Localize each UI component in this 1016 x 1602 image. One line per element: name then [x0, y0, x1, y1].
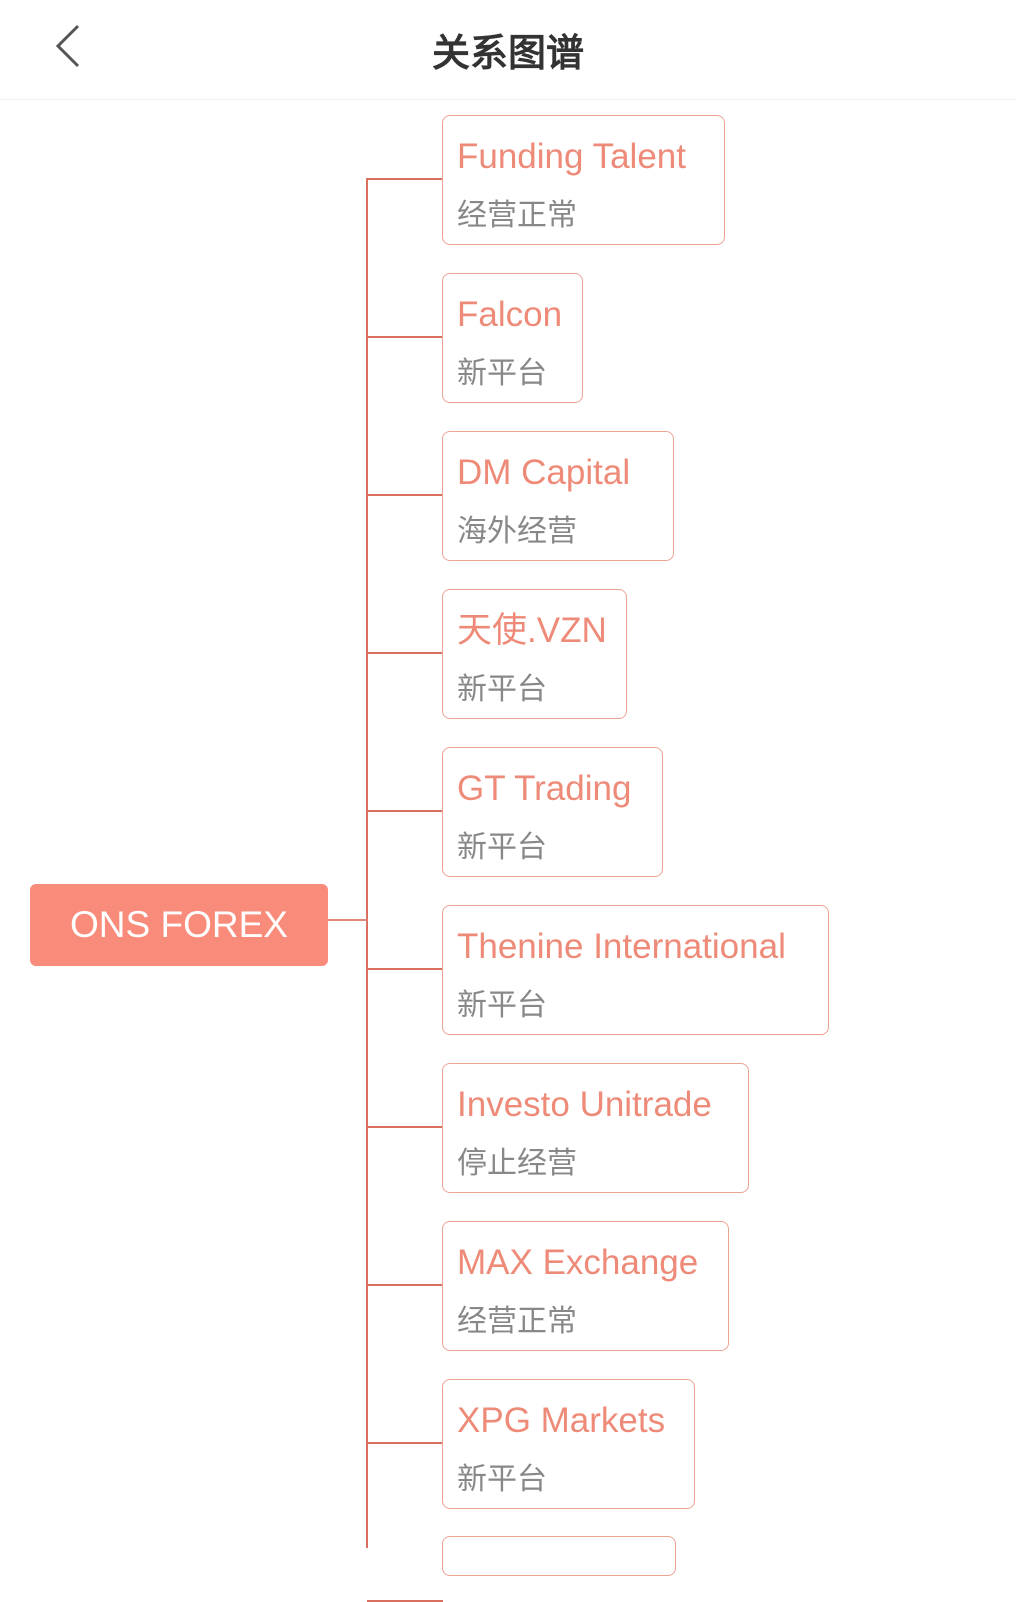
branch-line — [367, 1442, 443, 1444]
branch-line — [367, 1284, 443, 1286]
branch-line — [367, 494, 443, 496]
node-status: 停止经营 — [457, 1146, 577, 1181]
node-status: 新平台 — [457, 830, 547, 865]
node-status: 海外经营 — [457, 514, 577, 549]
node-name: Falcon — [457, 295, 563, 334]
node-status: 新平台 — [457, 672, 547, 707]
branch-line — [367, 1600, 443, 1602]
child-node-partial[interactable] — [442, 1536, 676, 1576]
branch-line — [367, 810, 443, 812]
node-status: 新平台 — [457, 356, 547, 391]
child-node[interactable]: DM Capital 海外经营 — [442, 431, 674, 561]
root-node[interactable]: ONS FOREX — [30, 884, 328, 966]
node-name: DM Capital — [457, 453, 631, 492]
node-status: 经营正常 — [457, 1304, 577, 1339]
branch-line — [367, 1126, 443, 1128]
node-status: 经营正常 — [457, 198, 577, 233]
node-name: 天使.VZN — [457, 611, 607, 650]
tree-trunk-line — [366, 178, 368, 1548]
nav-bar: 关系图谱 — [0, 0, 1016, 100]
back-button[interactable] — [50, 22, 90, 72]
root-connector-line — [328, 919, 367, 921]
child-node[interactable]: Thenine International 新平台 — [442, 905, 829, 1035]
child-node[interactable]: Falcon 新平台 — [442, 273, 583, 403]
node-status: 新平台 — [457, 988, 547, 1023]
child-node[interactable]: 天使.VZN 新平台 — [442, 589, 627, 719]
child-node[interactable]: XPG Markets 新平台 — [442, 1379, 695, 1509]
branch-line — [367, 336, 443, 338]
child-node[interactable]: MAX Exchange 经营正常 — [442, 1221, 729, 1351]
node-name: XPG Markets — [457, 1401, 666, 1440]
child-node[interactable]: Funding Talent 经营正常 — [442, 115, 725, 245]
chevron-left-icon — [55, 24, 80, 68]
node-name: Thenine International — [457, 927, 786, 966]
node-status: 新平台 — [457, 1462, 547, 1497]
node-name: GT Trading — [457, 769, 632, 808]
root-node-name: ONS FOREX — [70, 904, 288, 945]
branch-line — [367, 968, 443, 970]
node-name: Funding Talent — [457, 137, 686, 176]
node-name: Investo Unitrade — [457, 1085, 712, 1124]
node-name: MAX Exchange — [457, 1243, 699, 1282]
page-title: 关系图谱 — [431, 31, 584, 75]
branch-line — [367, 178, 443, 180]
branch-line — [367, 652, 443, 654]
child-node[interactable]: Investo Unitrade 停止经营 — [442, 1063, 749, 1193]
child-node[interactable]: GT Trading 新平台 — [442, 747, 663, 877]
